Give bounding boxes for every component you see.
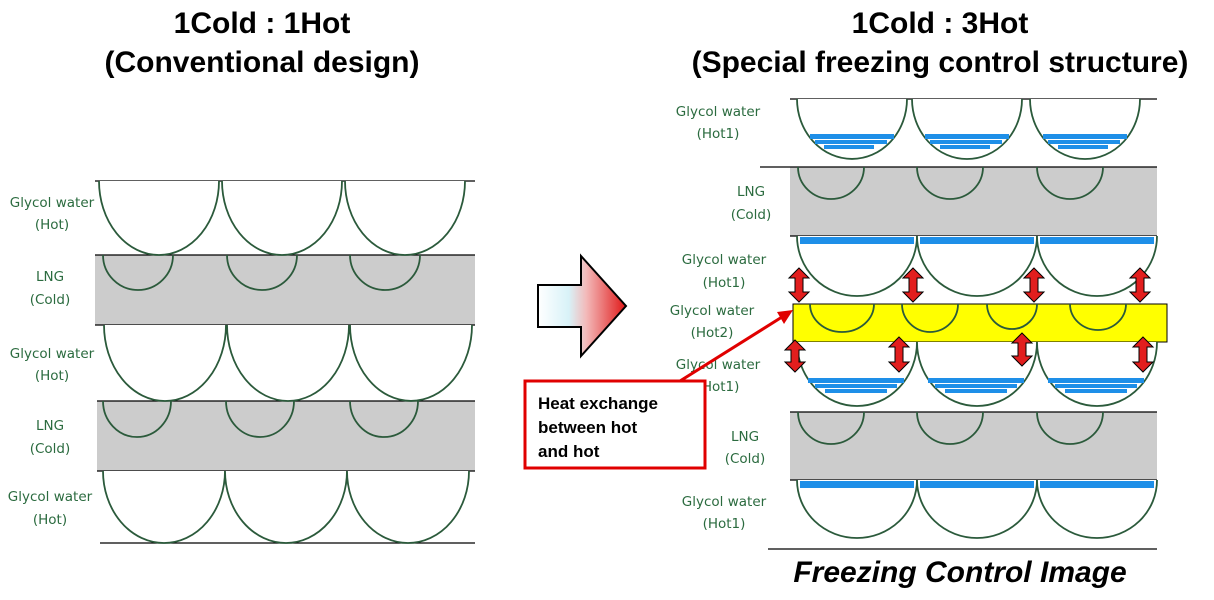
- layer-label: LNG: [731, 429, 759, 445]
- layer-label: LNG: [737, 184, 765, 200]
- layer-label: Glycol water: [676, 104, 761, 120]
- right-title-line2: (Special freezing control structure): [692, 46, 1189, 79]
- left-title-line1: 1Cold : 1Hot: [174, 7, 351, 40]
- layer-label: Glycol water: [8, 489, 93, 505]
- layer-sublabel: (Hot2): [691, 325, 734, 341]
- layer-sublabel: (Hot1): [703, 516, 746, 532]
- cold-channel: [1036, 411, 1104, 445]
- callout-pointer-head: [777, 310, 793, 324]
- cold-channel: [102, 400, 172, 438]
- ice-layer: [810, 134, 1127, 149]
- hot2-channel: [986, 303, 1038, 330]
- hot-channel: [226, 324, 350, 402]
- left-lng-plate: [97, 401, 475, 471]
- hot-channel: [344, 180, 466, 256]
- hot-channel: [796, 479, 918, 539]
- hot-channel: [911, 98, 1023, 160]
- hot2-channel: [901, 303, 959, 333]
- layer-label: LNG: [36, 269, 64, 285]
- right-lng-plate: [790, 412, 1157, 480]
- ice-layer: [800, 481, 1154, 488]
- layer-sublabel: (Hot): [35, 217, 69, 233]
- layer-sublabel: (Cold): [725, 451, 766, 467]
- cold-channel: [1036, 166, 1104, 200]
- cold-channel: [349, 254, 421, 291]
- layer-label: Glycol water: [676, 357, 761, 373]
- gradient-right-arrow-icon: [537, 253, 628, 359]
- hot-channel: [103, 324, 227, 402]
- layer-label: Glycol water: [682, 494, 767, 510]
- layer-sublabel: (Hot): [33, 512, 67, 528]
- cold-channel: [349, 400, 419, 438]
- layer-label: Glycol water: [670, 303, 755, 319]
- layer-sublabel: (Cold): [30, 441, 71, 457]
- hot-channel: [916, 235, 1038, 297]
- hot-channel: [224, 470, 348, 544]
- callout-line3: and hot: [538, 442, 600, 461]
- double-headed-vertical-arrow-icon: [1022, 267, 1046, 303]
- callout-box: [523, 379, 707, 470]
- double-headed-vertical-arrow-icon: [1131, 336, 1155, 373]
- ice-layer: [808, 378, 1144, 393]
- cold-channel: [916, 166, 984, 200]
- hot2-channel: [809, 303, 875, 333]
- layer-sublabel: (Hot1): [697, 379, 740, 395]
- callout-line1: Heat exchange: [538, 394, 658, 413]
- double-headed-vertical-arrow-icon: [783, 339, 807, 373]
- left-lng-plate: [95, 255, 475, 325]
- layer-sublabel: (Hot): [35, 368, 69, 384]
- double-headed-vertical-arrow-icon: [887, 336, 911, 373]
- hot-channel: [102, 470, 226, 544]
- hot-channel: [221, 180, 343, 256]
- hot-channel: [349, 324, 473, 402]
- layer-label: LNG: [36, 418, 64, 434]
- cold-channel: [226, 254, 298, 291]
- hot-channel: [1029, 98, 1141, 160]
- hot-channel: [346, 470, 470, 544]
- layer-sublabel: (Cold): [30, 292, 71, 308]
- double-headed-vertical-arrow-icon: [1128, 267, 1152, 303]
- cold-channel: [225, 400, 295, 438]
- right-title-line1: 1Cold : 3Hot: [852, 7, 1029, 40]
- hot2-channel: [1069, 303, 1127, 331]
- hot-channel: [98, 180, 220, 256]
- right-panel: 1Cold : 3Hot (Special freezing control s…: [523, 7, 1189, 589]
- layer-sublabel: (Hot1): [703, 275, 746, 291]
- left-panel: 1Cold : 1Hot (Conventional design): [8, 7, 475, 544]
- cold-channel: [102, 254, 174, 291]
- cold-channel: [797, 411, 865, 445]
- double-headed-vertical-arrow-icon: [787, 267, 811, 303]
- hot-channel: [1036, 235, 1158, 297]
- ice-layer: [800, 237, 1154, 244]
- layer-label: Glycol water: [682, 252, 767, 268]
- hot-channel: [796, 98, 908, 160]
- caption: Freezing Control Image: [793, 556, 1126, 589]
- double-headed-vertical-arrow-icon: [1010, 332, 1034, 367]
- hot-channel: [916, 479, 1038, 539]
- left-title-line2: (Conventional design): [105, 46, 420, 79]
- cold-channel: [797, 166, 865, 200]
- callout: Heat exchange between hot and hot: [523, 310, 793, 470]
- cold-channel: [916, 411, 984, 445]
- hot-channel: [796, 235, 918, 297]
- layer-sublabel: (Hot1): [697, 126, 740, 142]
- layer-label: Glycol water: [10, 346, 95, 362]
- hot2-plate: [792, 303, 1168, 343]
- right-lng-plate: [790, 167, 1157, 236]
- layer-sublabel: (Cold): [731, 207, 772, 223]
- callout-pointer-line: [679, 315, 783, 383]
- double-headed-vertical-arrow-icon: [901, 267, 925, 303]
- callout-line2: between hot: [538, 418, 638, 437]
- layer-label: Glycol water: [10, 195, 95, 211]
- hot-channel: [1036, 479, 1158, 539]
